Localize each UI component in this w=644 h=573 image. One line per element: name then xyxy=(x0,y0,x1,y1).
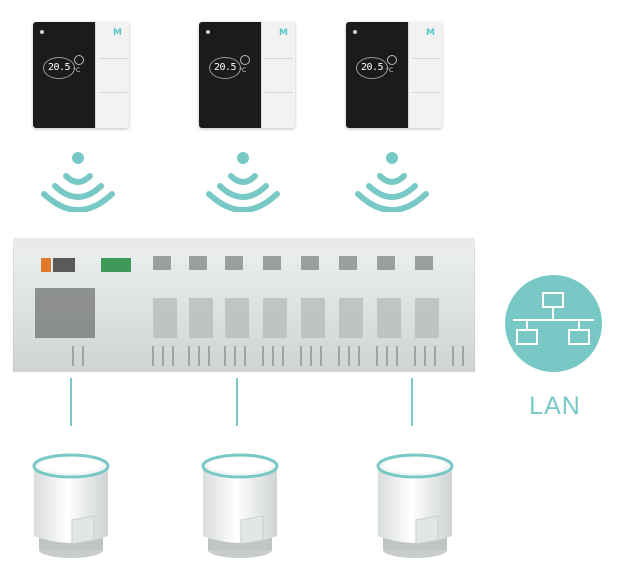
divider xyxy=(265,58,293,59)
connection-line xyxy=(236,378,238,426)
sun-icon xyxy=(353,30,357,34)
lan-label: LAN xyxy=(529,392,581,420)
lan-network-icon xyxy=(505,275,602,372)
sun-icon xyxy=(40,30,44,34)
thermostat-2: 20.5 °C M xyxy=(199,22,295,128)
thermostat-screen: 20.5 °C xyxy=(199,22,261,128)
gauge-icon xyxy=(387,55,397,65)
gauge-icon xyxy=(74,55,84,65)
wifi-signal-icon xyxy=(41,152,115,212)
temperature-unit: °C xyxy=(239,67,247,74)
thermostat-buttons: M xyxy=(408,22,442,128)
temperature-readout: 20.5 xyxy=(43,57,75,79)
thermostat-screen: 20.5 °C xyxy=(346,22,408,128)
wifi-signal-icon xyxy=(355,152,429,212)
thermostat-buttons: M xyxy=(261,22,295,128)
mode-icon: M xyxy=(426,28,435,38)
mode-icon: M xyxy=(279,28,288,38)
thermostat-screen: 20.5 °C xyxy=(33,22,95,128)
gauge-icon xyxy=(240,55,250,65)
connection-line xyxy=(70,378,72,426)
temperature-readout: 20.5 xyxy=(356,57,388,79)
wifi-signal-icon xyxy=(206,152,280,212)
connection-line xyxy=(411,378,413,426)
divider xyxy=(412,58,440,59)
thermal-actuator xyxy=(201,453,279,558)
thermostat-3: 20.5 °C M xyxy=(346,22,442,128)
thermostat-buttons: M xyxy=(95,22,129,128)
divider xyxy=(99,58,127,59)
temperature-readout: 20.5 xyxy=(209,57,241,79)
sun-icon xyxy=(206,30,210,34)
divider xyxy=(265,92,293,93)
thermal-actuator xyxy=(376,453,454,558)
divider xyxy=(412,92,440,93)
mode-icon: M xyxy=(113,28,122,38)
divider xyxy=(99,92,127,93)
wiring-hub xyxy=(13,238,475,372)
thermostat-1: 20.5 °C M xyxy=(33,22,129,128)
thermal-actuator xyxy=(32,453,110,558)
temperature-unit: °C xyxy=(386,67,394,74)
temperature-unit: °C xyxy=(73,67,81,74)
